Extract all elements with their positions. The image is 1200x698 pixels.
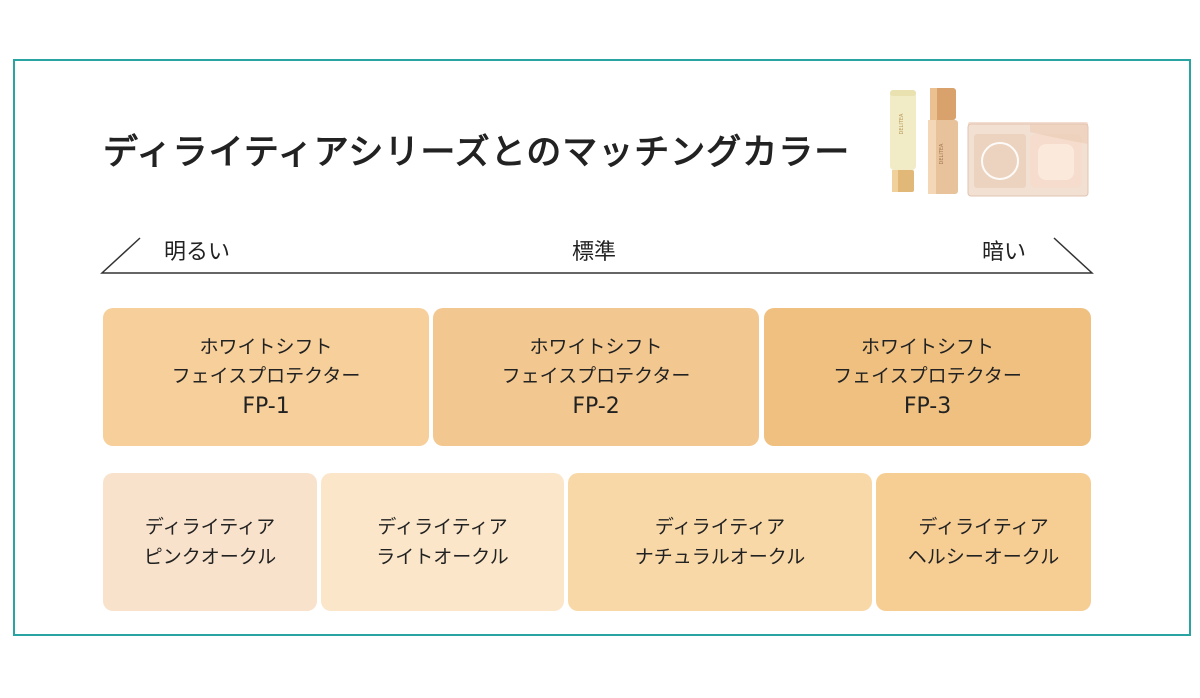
card-shade-code: FP-3 (903, 393, 952, 419)
card-series-name: ディライティア (144, 516, 276, 538)
scale-label-dark: 暗い (982, 240, 1027, 265)
bottle-product: DELITEA (928, 88, 958, 194)
card-shade-code: FP-1 (242, 393, 290, 419)
card-series-name: ディライティア (918, 516, 1049, 538)
shade-card-fp-1: ホワイトシフト フェイスプロテクター FP-1 (103, 308, 429, 446)
card-shade-name: ナチュラルオークル (634, 546, 806, 568)
card-series-name: ディライティア (654, 516, 786, 538)
card-product-line: ホワイトシフト (199, 335, 333, 358)
scale-line (100, 237, 1094, 274)
card-product-line: ホワイトシフト (860, 335, 994, 358)
shade-card-healthy-ochre: ディライティア ヘルシーオークル (876, 473, 1091, 611)
page-title: ディライティアシリーズとのマッチングカラー (103, 133, 851, 173)
scale-label-bright: 明るい (164, 240, 231, 265)
brightness-scale (100, 237, 1094, 274)
card-shade-name: ピンクオークル (143, 546, 277, 568)
card-product-line: フェイスプロテクター (501, 364, 691, 387)
shade-card-fp-3: ホワイトシフト フェイスプロテクター FP-3 (764, 308, 1091, 446)
tube-brand-text: DELITEA (899, 113, 905, 134)
shade-card-light-ochre: ディライティア ライトオークル (321, 473, 564, 611)
card-shade-code: FP-2 (572, 393, 620, 419)
bottle-brand-text: DELITEA (939, 143, 945, 164)
shade-card-pink-ochre: ディライティア ピンクオークル (103, 473, 317, 611)
compact-product (967, 122, 1089, 197)
scale-label-standard: 標準 (572, 240, 617, 265)
card-shade-name: ヘルシーオークル (907, 546, 1060, 568)
card-shade-name: ライトオークル (376, 546, 509, 568)
card-series-name: ディライティア (377, 516, 508, 538)
shade-card-fp-2: ホワイトシフト フェイスプロテクター FP-2 (433, 308, 759, 446)
card-product-line: ホワイトシフト (529, 335, 663, 358)
card-product-line: フェイスプロテクター (171, 364, 361, 387)
card-product-line: フェイスプロテクター (833, 364, 1022, 387)
shade-card-natural-ochre: ディライティア ナチュラルオークル (568, 473, 872, 611)
product-image: DELITEA DELITEA (890, 88, 1089, 197)
tube-product: DELITEA (890, 90, 916, 192)
